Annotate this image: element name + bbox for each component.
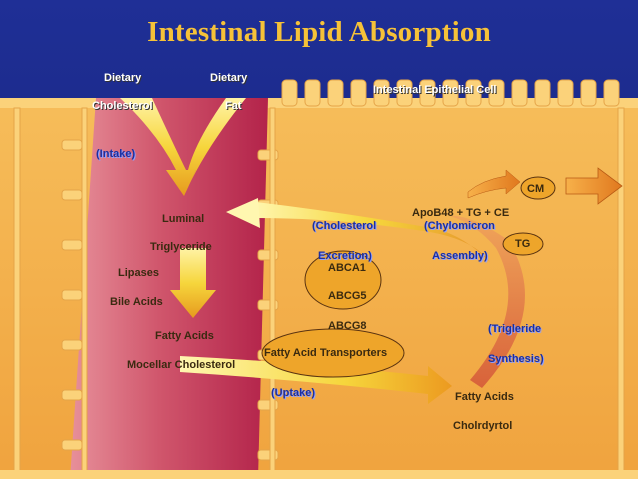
label-tg: TG: [515, 238, 531, 250]
label-chylomicron: (Chylomicron: [424, 220, 495, 232]
label-cholesterol-top: Cholesterol: [92, 100, 153, 112]
label-intake: (Intake): [96, 148, 136, 160]
label-uptake: (Uptake): [271, 387, 316, 399]
label-synthesis: Synthesis): [488, 353, 544, 365]
label-apob48: ApoB48 + TG + CE: [412, 207, 510, 219]
label-lipases: Lipases: [118, 267, 159, 279]
label-luminal: Luminal: [162, 213, 205, 225]
label-cm: CM: [527, 183, 545, 195]
label-abca1: ABCA1: [328, 262, 366, 274]
label-fatty-acids-right: Fatty Acids: [455, 391, 514, 403]
label-triglyceride-synthesis: (Trigleride: [488, 323, 542, 335]
label-fat-top: Fat: [225, 100, 242, 112]
page-title: Intestinal Lipid Absorption: [147, 16, 491, 48]
label-mocellar-cholesterol: Mocellar Cholesterol: [127, 359, 236, 371]
label-fatty-acids-left: Fatty Acids: [155, 330, 214, 342]
label-bile-acids: Bile Acids: [110, 296, 163, 308]
label-abcg5: ABCG5: [328, 290, 367, 302]
label-excretion: Excretion): [318, 250, 372, 262]
label-dietary-cholesterol: Dietary: [104, 72, 142, 84]
label-dietary-fat: Dietary: [210, 72, 248, 84]
label-fatty-acid-transporters: Fatty Acid Transporters: [264, 347, 388, 359]
label-cholesterol-excretion: (Cholesterol: [312, 220, 377, 232]
label-intestinal-epithelial-cell: Intestinal Epithelial Cell: [373, 84, 497, 96]
label-assembly: Assembly): [432, 250, 488, 262]
label-triglyceride: Triglyceride: [150, 241, 212, 253]
label-abcg8: ABCG8: [328, 320, 367, 332]
label-cholrdyrtol: Cholrdyrtol: [453, 420, 513, 432]
